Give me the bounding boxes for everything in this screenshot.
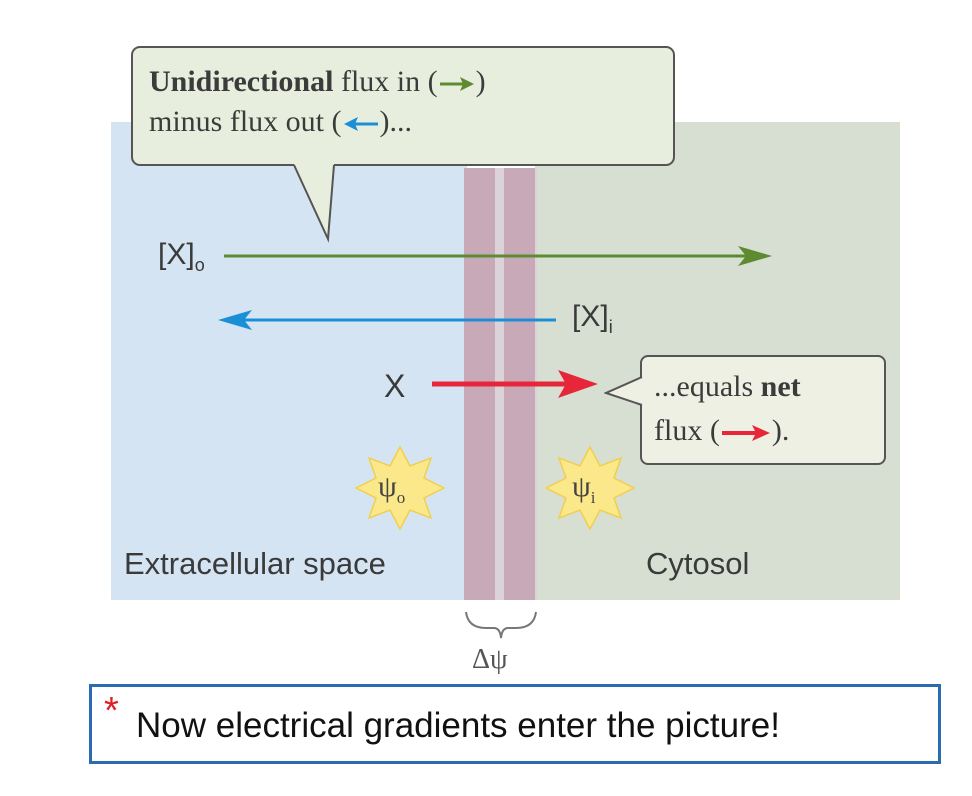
- efflux-arrow: [218, 310, 556, 330]
- extracellular-region: [111, 122, 467, 600]
- callout-line-1: Unidirectional flux in (): [149, 62, 657, 102]
- asterisk-icon: *: [104, 690, 119, 732]
- callout-line-2: minus flux out ()...: [149, 102, 657, 142]
- psi-in-label: ψi: [572, 470, 596, 508]
- solute-x-label: X: [384, 368, 406, 404]
- concentration-outside-label: [X]o: [158, 238, 205, 276]
- net-flux-callout: ...equals net flux ().: [640, 355, 886, 465]
- unidirectional-flux-callout: Unidirectional flux in () minus flux out…: [131, 46, 675, 166]
- x-in-subscript: i: [608, 317, 613, 337]
- extracellular-space-label: Extracellular space: [124, 546, 386, 581]
- x-in-text: [X]: [572, 300, 609, 333]
- callout-line1-text: flux in (: [340, 65, 438, 98]
- psi-out-symbol: ψ: [378, 470, 397, 503]
- inline-efflux-arrow-icon: [343, 117, 378, 132]
- delta-psi-label: Δψ: [472, 644, 508, 675]
- net-callout-line-1: ...equals net: [654, 365, 872, 409]
- delta-psi-brace: [465, 611, 537, 639]
- callout-tail: [293, 164, 335, 243]
- net-callout-line2-text: flux (: [654, 414, 720, 447]
- net-callout-prefix: ...equals: [654, 370, 754, 403]
- x-out-text: [X]: [158, 238, 195, 271]
- psi-in-star: [544, 445, 636, 531]
- influx-arrow: [224, 246, 772, 266]
- net-flux-arrow: [432, 370, 598, 398]
- net-callout-line-2: flux ().: [654, 409, 872, 453]
- net-callout-bold: net: [760, 370, 801, 403]
- psi-out-subscript: o: [396, 488, 406, 507]
- psi-in-symbol: ψ: [572, 470, 591, 503]
- psi-out-label: ψo: [378, 470, 405, 508]
- note-text: Now electrical gradients enter the pictu…: [136, 706, 780, 745]
- net-callout-tail: [604, 376, 643, 406]
- callout-line1-close: ): [475, 65, 486, 98]
- callout-bold-term: Unidirectional: [149, 65, 334, 98]
- callout-line2-text: minus flux out (: [149, 105, 342, 138]
- net-callout-line2-end: ).: [771, 414, 790, 447]
- x-out-subscript: o: [194, 255, 205, 275]
- note-box: [89, 684, 941, 764]
- psi-in-subscript: i: [590, 488, 596, 507]
- psi-out-star: [354, 445, 446, 531]
- cytosol-label: Cytosol: [646, 546, 750, 581]
- callout-line2-end: )...: [379, 105, 413, 138]
- inline-net-arrow-icon: [721, 425, 770, 442]
- inline-influx-arrow-icon: [439, 77, 474, 92]
- concentration-inside-label: [X]i: [572, 300, 613, 338]
